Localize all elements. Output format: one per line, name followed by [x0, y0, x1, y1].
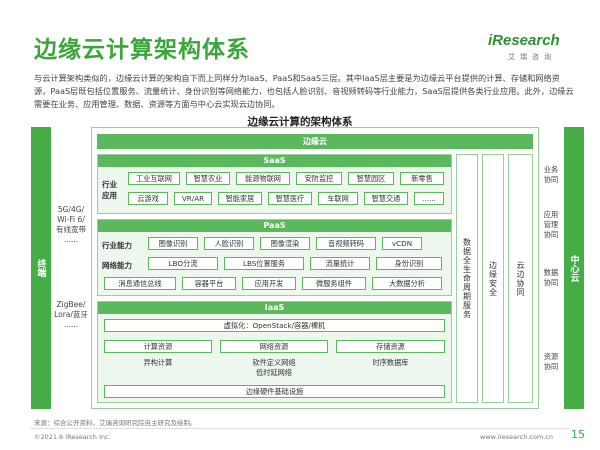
terminal-iot-group: ZigBee/ Lora/蓝牙 ...... [52, 300, 90, 330]
iaas-resource-storage: 存储资源 [336, 340, 445, 353]
paas-network-chip: 流量统计 [310, 257, 370, 270]
vertical-edge-security: 边缘安全 [482, 154, 504, 403]
saas-chip: 智慧农业 [186, 172, 230, 185]
saas-row-label: 行业应用 [102, 180, 117, 200]
central-cloud-bar: 中心云 [564, 127, 584, 409]
intro-paragraph: 与云计算架构类似的，边缘云计算的架构自下而上同样分为IaaS、PaaS和SaaS… [34, 73, 574, 109]
paas-network-chip: LBS位置服务 [224, 257, 304, 270]
edge-cloud-header: 边缘云 [97, 134, 533, 149]
saas-chip: 能源物联网 [236, 172, 290, 185]
paas-industry-chip: vCDN [382, 237, 422, 250]
saas-chip: 智慧交通 [364, 192, 408, 205]
terminal-net-2: Wi-Fi 6/ [57, 215, 85, 224]
saas-layer: SaaS 行业应用 工业互联网 智慧农业 能源物联网 安防监控 智慧园区 新零售… [97, 154, 452, 214]
vertical-cloud-edge-sync: 云边协同 [508, 154, 533, 403]
paas-network-label: 网络能力 [102, 261, 132, 270]
iaas-virtualization: 虚拟化：OpenStack/容器/裸机 [104, 319, 445, 332]
paas-industry-chip: 音视频转码 [316, 237, 376, 250]
iaas-resource-network: 网络资源 [220, 340, 328, 353]
logo-sub: 艾瑞咨询 [508, 53, 556, 61]
source-note: 来源：综合公开资料，艾瑞咨询研究院自主研究及绘制。 [34, 419, 197, 427]
iaas-layer: IaaS 虚拟化：OpenStack/容器/裸机 计算资源 网络资源 存储资源 … [97, 301, 452, 403]
footer-divider [30, 428, 570, 429]
page-title: 边缘云计算架构体系 [34, 37, 250, 63]
terminal-iot-more: ...... [63, 320, 79, 329]
central-cloud-label: 中心云 [568, 254, 579, 282]
paas-industry-chip: 图像识别 [148, 237, 198, 250]
terminal-network-group: 5G/4G/ Wi-Fi 6/ 有线宽带 ...... [52, 205, 90, 245]
saas-header: SaaS [98, 155, 451, 167]
paas-network-chip: 身份识别 [376, 257, 442, 270]
terminal-net-more: ...... [63, 235, 79, 244]
right-label-data: 数据协同 [543, 268, 559, 287]
right-label-business: 业务协同 [543, 165, 559, 184]
paas-misc-chip: 应用开发 [242, 277, 296, 290]
paas-network-chip: LBO分流 [148, 257, 218, 270]
iresearch-logo: iResearch 艾瑞咨询 [488, 32, 580, 64]
iaas-sub-network: 软件定义网络低时延网络 [252, 358, 296, 377]
iaas-sub-storage: 时序数据库 [372, 358, 409, 367]
iaas-sub-compute: 异构计算 [143, 358, 173, 367]
terminal-net-3: 有线宽带 [56, 225, 86, 234]
diagram-title: 边缘云计算的架构体系 [247, 116, 353, 128]
terminal-iot-1: ZigBee/ [56, 300, 86, 309]
footer-url: www.iresearch.com.cn [480, 433, 554, 441]
saas-chip: 智能家居 [218, 192, 262, 205]
paas-industry-chip: 图像渲染 [260, 237, 310, 250]
vertical-data-lifecycle: 数据全生命周期服务 [456, 154, 478, 403]
iaas-infra: 边缘硬件基础设施 [104, 385, 445, 398]
terminal-iot-2: Lora/蓝牙 [54, 310, 88, 319]
terminal-label: 终端 [35, 259, 46, 277]
right-label-app: 应用管理协同 [543, 210, 559, 239]
iaas-resource-compute: 计算资源 [104, 340, 212, 353]
saas-chip: 工业互联网 [128, 172, 180, 185]
paas-misc-chip: 消息通信总线 [104, 277, 176, 290]
terminal-bar: 终端 [31, 127, 51, 409]
iaas-header: IaaS [98, 302, 451, 314]
paas-misc-chip: 微服务组件 [302, 277, 366, 290]
paas-industry-label: 行业能力 [102, 241, 132, 250]
logo-name: iResearch [488, 32, 560, 49]
saas-chip: 云游戏 [128, 192, 168, 205]
footer-copyright: ©2021.6 iResearch Inc. [34, 433, 111, 441]
saas-chip: 车联网 [318, 192, 358, 205]
saas-chip: VR/AR [174, 192, 212, 205]
paas-misc-chip: 容器平台 [182, 277, 236, 290]
paas-misc-chip: 大数据分析 [372, 277, 442, 290]
page-number: 15 [571, 428, 585, 441]
saas-chip: 安防监控 [296, 172, 342, 185]
right-label-resource: 资源协同 [543, 352, 559, 371]
saas-chip: 智慧园区 [348, 172, 394, 185]
paas-header: PaaS [98, 220, 451, 232]
saas-chip: 新零售 [400, 172, 444, 185]
terminal-net-1: 5G/4G/ [57, 205, 85, 214]
saas-chip: 智慧医疗 [268, 192, 312, 205]
paas-industry-chip: 人脸识别 [204, 237, 254, 250]
paas-layer: PaaS 行业能力 图像识别 人脸识别 图像渲染 音视频转码 vCDN 网络能力… [97, 219, 452, 296]
saas-chip-more: ...... [414, 192, 444, 205]
